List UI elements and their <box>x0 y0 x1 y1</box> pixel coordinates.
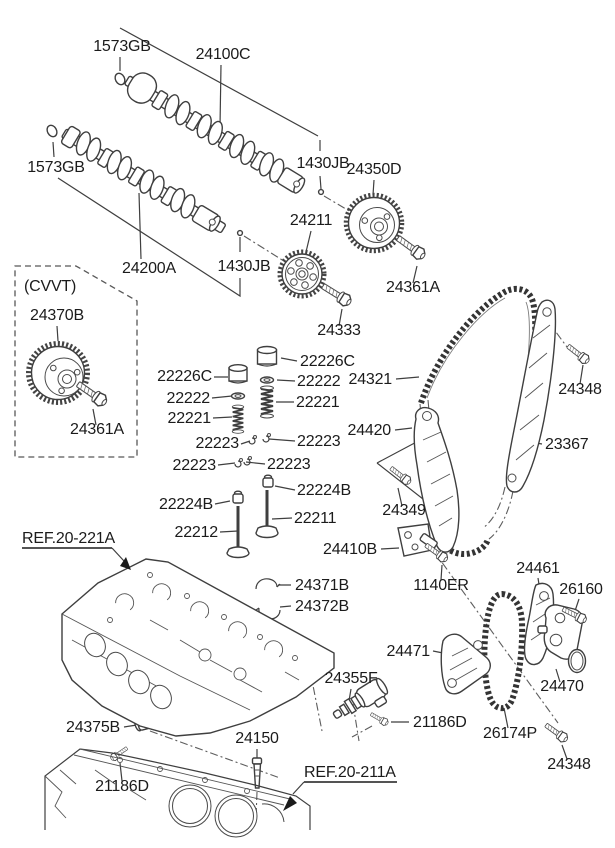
label-24371b: 24371B <box>295 577 349 594</box>
label-cvvt-note: (CVVT) <box>24 278 76 295</box>
valve-22212 <box>226 506 250 559</box>
retainer-right <box>259 376 275 384</box>
ref-callout-head: REF.20-221A <box>22 530 131 570</box>
tensioner-arm-24420 <box>413 406 460 553</box>
label-24461: 24461 <box>516 560 560 577</box>
label-24348-bottom: 24348 <box>547 756 591 773</box>
cap-plug-intake <box>114 72 126 86</box>
bolt-24349 <box>387 463 414 488</box>
valve-train-parts <box>226 345 279 559</box>
label-24361a-cvvt: 24361A <box>70 421 124 438</box>
label-22211: 22211 <box>294 510 337 527</box>
label-24372b: 24372B <box>295 598 349 615</box>
label-1430jb-top: 1430JB <box>296 155 349 172</box>
cap-plug-exhaust <box>46 124 58 138</box>
chain-tensioner-24410b <box>397 523 438 557</box>
camshaft-sprocket-24211 <box>277 249 327 299</box>
label-24355f: 24355F <box>324 670 377 687</box>
label-21186d-right: 21186D <box>413 714 467 731</box>
label-24375b: 24375B <box>66 719 120 736</box>
label-24470: 24470 <box>540 678 584 695</box>
label-26174p: 26174P <box>483 725 537 742</box>
label-23367: 23367 <box>545 436 589 453</box>
label-22223-r2l: 22223 <box>173 457 217 474</box>
label-21186d-left: 21186D <box>95 778 149 795</box>
valve-key-r2b <box>243 455 253 466</box>
leader-lines <box>52 27 584 782</box>
label-22223-r1r: 22223 <box>297 433 341 450</box>
bolt-21186d-right <box>368 710 390 728</box>
label-22221-right: 22221 <box>296 394 340 411</box>
dowel-pin-top <box>317 188 325 196</box>
valve-key-r1a <box>248 434 258 445</box>
label-22224b-right: 22224B <box>297 482 351 499</box>
camshaft-intake-drawing <box>124 72 306 194</box>
valve-key-r1b <box>262 432 272 443</box>
label-24200a: 24200A <box>122 260 176 277</box>
retainer-left <box>230 392 246 400</box>
label-24361a-main: 24361A <box>386 279 440 296</box>
label-24350d: 24350D <box>347 161 402 178</box>
tappet-left <box>228 364 248 384</box>
label-24410b: 24410B <box>323 541 377 558</box>
label-24348-top: 24348 <box>558 381 602 398</box>
cvvt-sprocket-24350d <box>343 192 405 254</box>
label-24420: 24420 <box>348 422 392 439</box>
ref-block-label: REF.20-211A <box>304 764 396 781</box>
label-22222-right: 22222 <box>297 373 341 390</box>
label-24370b: 24370B <box>30 307 84 324</box>
valve-spring-left <box>231 404 245 435</box>
label-1573gb-left: 1573GB <box>27 159 85 176</box>
label-22226c-right: 22226C <box>300 353 355 370</box>
label-24471: 24471 <box>387 643 431 660</box>
tappet-right <box>256 345 278 367</box>
ref-callout-block: REF.20-211A <box>283 764 397 811</box>
oil-jet-24150 <box>251 757 263 789</box>
label-22212: 22212 <box>175 524 219 541</box>
valve-spring-right <box>259 385 275 419</box>
engine-block-drawing <box>44 748 311 838</box>
label-26160: 26160 <box>559 581 603 598</box>
label-22223-r2r: 22223 <box>267 456 311 473</box>
label-22221-left: 22221 <box>168 410 212 427</box>
oil-control-valve-24355f <box>332 677 389 719</box>
label-24349: 24349 <box>382 502 426 519</box>
cylinder-head-drawing <box>61 558 335 737</box>
part-number-labels: 1573GB 24100C 1430JB 24350D 1573GB 24211… <box>24 38 603 795</box>
label-1573gb-top: 1573GB <box>93 38 151 55</box>
bolt-24348-top <box>564 341 592 367</box>
label-22226c-left: 22226C <box>157 368 212 385</box>
chain-guide-24471 <box>440 633 491 695</box>
label-24150: 24150 <box>235 730 279 747</box>
chain-guide-23367 <box>505 299 557 493</box>
label-22223-r1l: 22223 <box>196 435 240 452</box>
stem-seal-left <box>232 490 244 504</box>
label-24211: 24211 <box>290 212 333 229</box>
label-1430jb-left: 1430JB <box>217 258 270 275</box>
label-22224b-left: 22224B <box>159 496 213 513</box>
camshaft-exhaust-drawing <box>60 125 226 234</box>
label-24333: 24333 <box>317 322 361 339</box>
dowel-pin-left <box>236 229 244 237</box>
bolt-24361a-main <box>393 232 429 263</box>
cvvt-sprocket-24370b <box>26 341 90 405</box>
ref-head-label: REF.20-221A <box>22 530 115 547</box>
valve-key-r2a <box>234 457 244 468</box>
label-24321: 24321 <box>349 371 393 388</box>
bolt-24348-bottom <box>542 720 571 745</box>
oil-pump-chain-26174p <box>481 590 526 712</box>
valve-22211 <box>255 490 279 539</box>
bolt-24333 <box>319 280 355 309</box>
oil-pump-tensioner-24470 <box>537 604 587 674</box>
cvvt-option-box <box>14 265 138 458</box>
label-24100c: 24100C <box>196 46 251 63</box>
stem-seal-right <box>262 474 274 488</box>
label-1140er: 1140ER <box>413 577 468 594</box>
label-22222-left: 22222 <box>167 390 211 407</box>
